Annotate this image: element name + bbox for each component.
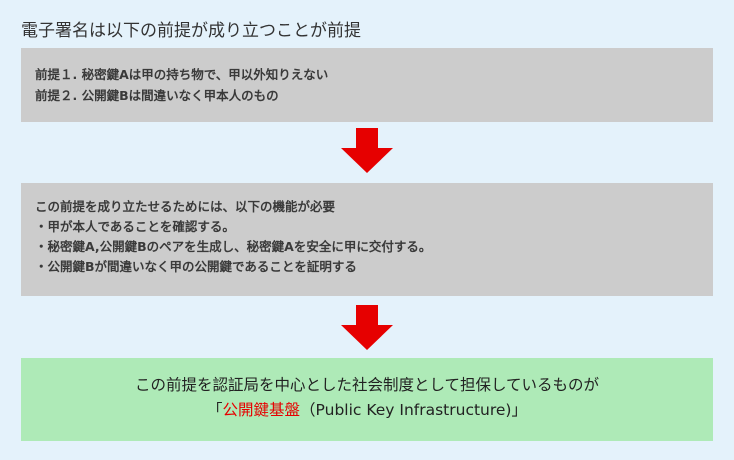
premise-1: 前提１. 秘密鍵Aは甲の持ち物で、甲以外知りえない bbox=[35, 67, 329, 82]
conclusion-line-1: この前提を認証局を中心とした社会制度として担保しているものが bbox=[134, 376, 600, 394]
conclusion-box: この前提を認証局を中心とした社会制度として担保しているものが 「公開鍵基盤（Pu… bbox=[21, 358, 713, 441]
premises-box: 前提１. 秘密鍵Aは甲の持ち物で、甲以外知りえない 前提２. 公開鍵Bは間違いな… bbox=[21, 48, 713, 122]
requirements-intro: この前提を成り立たせるためには、以下の機能が必要 bbox=[35, 199, 336, 214]
conclusion-line-2: 「公開鍵基盤（Public Key Infrastructure)」 bbox=[21, 398, 713, 423]
open-bracket: 「 bbox=[207, 401, 223, 419]
down-arrow-icon bbox=[341, 128, 393, 173]
requirements-box: この前提を成り立たせるためには、以下の機能が必要 ・甲が本人であることを確認する… bbox=[21, 183, 713, 296]
pki-highlight: 公開鍵基盤 bbox=[222, 401, 301, 419]
diagram-title: 電子署名は以下の前提が成り立つことが前提 bbox=[21, 21, 361, 41]
pki-english: （Public Key Infrastructure)」 bbox=[300, 401, 527, 419]
requirement-item-3: ・公開鍵Bが間違いなく甲の公開鍵であることを証明する bbox=[35, 259, 357, 274]
down-arrow-icon bbox=[341, 305, 393, 350]
premise-2: 前提２. 公開鍵Bは間違いなく甲本人のもの bbox=[35, 88, 279, 103]
requirement-item-1: ・甲が本人であることを確認する。 bbox=[35, 219, 235, 234]
requirement-item-2: ・秘密鍵A,公開鍵Bのペアを生成し、秘密鍵Aを安全に甲に交付する。 bbox=[35, 239, 432, 254]
